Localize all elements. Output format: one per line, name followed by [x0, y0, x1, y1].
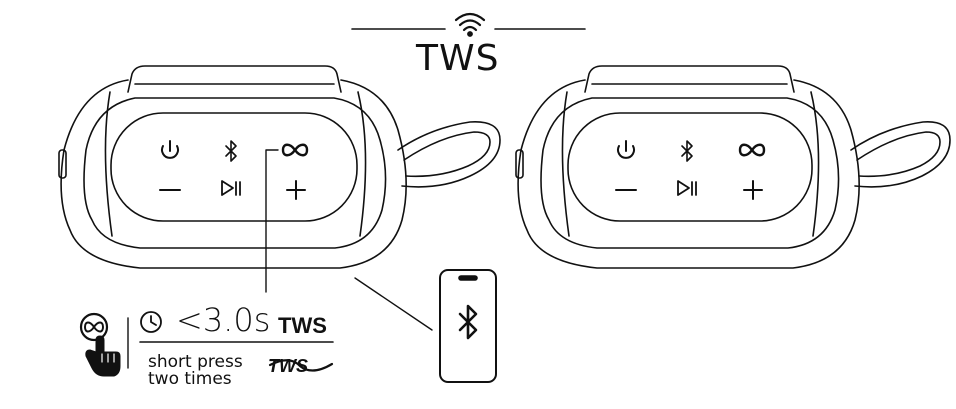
short-press-label: short press [148, 352, 243, 372]
speaker-belt-left [561, 91, 570, 237]
phone [439, 269, 497, 383]
speaker-belt-right [357, 91, 367, 237]
speaker-outer-body [60, 79, 407, 269]
infinity-button-icon [79, 312, 109, 342]
bluetooth-icon [225, 140, 237, 162]
speaker-top-cap [584, 65, 795, 93]
speaker-inner-body [540, 97, 840, 249]
power-icon [161, 140, 179, 159]
button-panel [567, 112, 813, 222]
bluetooth-icon [681, 140, 693, 162]
tws-on-label: TWS [278, 313, 327, 338]
power-icon [617, 140, 635, 159]
page-title: TWS [416, 38, 500, 79]
phone-connection-line [354, 277, 433, 331]
carry-loop [397, 121, 501, 188]
speaker-outer-body [517, 79, 860, 269]
wireless-signal-icon [454, 12, 486, 37]
tws-strike-icon [268, 359, 334, 372]
speaker-belt-left [104, 91, 113, 237]
bluetooth-icon [458, 304, 478, 340]
carry-loop-inner [403, 131, 491, 178]
phone-notch [458, 275, 478, 281]
carry-loop [850, 121, 951, 188]
infinity-icon [281, 143, 309, 157]
side-port [515, 149, 524, 179]
clock-icon [140, 311, 162, 333]
tws-off-label: TWS [268, 356, 308, 376]
carry-loop-inner [856, 131, 941, 178]
left-speaker [58, 65, 501, 269]
plus-icon [743, 180, 763, 200]
speaker-belt-right [810, 91, 820, 237]
press-duration-label: <3.0s [176, 301, 271, 339]
two-times-label: two times [148, 369, 232, 389]
hand-press-icon [85, 335, 121, 377]
speaker-top-cap [127, 65, 342, 93]
plus-icon [286, 180, 306, 200]
play-pause-icon [221, 180, 241, 196]
button-panel [110, 112, 358, 222]
speaker-inner-body [83, 97, 387, 249]
infinity-icon [738, 143, 766, 157]
phone-body [439, 269, 497, 383]
play-pause-icon [677, 180, 697, 196]
side-port [58, 149, 67, 179]
callout-line [265, 149, 279, 293]
right-speaker [515, 65, 951, 269]
